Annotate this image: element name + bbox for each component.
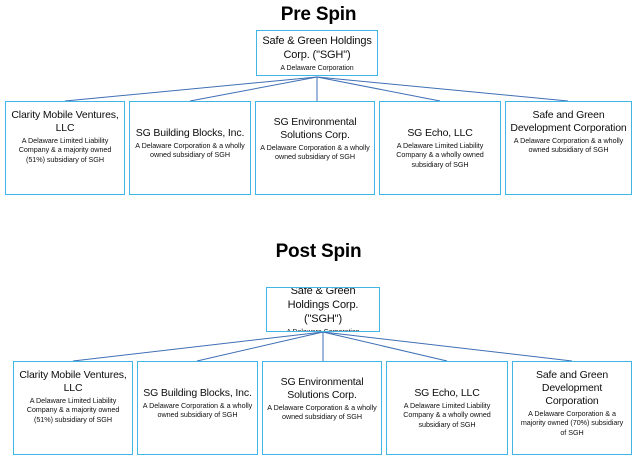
post-spin-parent-subtitle: A Delaware Corporation [286,328,359,331]
box-subtitle: A Delaware Limited Liability Company & a… [403,401,491,429]
post-spin-parent-title: Safe & Green Holdings Corp. ("SGH") [287,287,359,325]
pre-spin-child-sg-environmental-solutions[interactable]: SG Environmental Solutions Corp. A Delaw… [255,101,375,195]
box-subtitle: A Delaware Corporation & a wholly owned … [513,136,624,155]
post-spin-title: Post Spin [275,241,362,262]
box-title: SG Environmental Solutions Corp. [280,376,364,401]
box-title: SG Building Blocks, Inc. [143,387,252,399]
box-title: SG Echo, LLC [414,387,480,399]
box-title: SG Building Blocks, Inc. [135,127,245,139]
box-subtitle: A Delaware Limited Liability Company & a… [396,141,484,169]
post-spin-child-sg-echo[interactable]: SG Echo, LLC A Delaware Limited Liabilit… [386,361,508,455]
box-title: Safe and Green Development Corporation [535,369,609,407]
post-spin-child-sg-environmental-solutions[interactable]: SG Environmental Solutions Corp. A Delaw… [262,361,382,455]
post-spin-parent-box[interactable]: Safe & Green Holdings Corp. ("SGH") A De… [266,287,380,332]
box-subtitle: A Delaware Corporation & a wholly owned … [142,401,253,420]
box-title: Safe and Green Development Corporation [510,109,627,134]
pre-spin-title: Pre Spin [280,4,357,25]
pre-spin-child-safe-and-green-development[interactable]: Safe and Green Development Corporation A… [505,101,632,195]
pre-spin-child-clarity-mobile-ventures[interactable]: Clarity Mobile Ventures, LLC A Delaware … [5,101,125,195]
pre-spin-parent-box[interactable]: Safe & Green Holdings Corp. ("SGH") A De… [256,30,378,76]
box-title: SG Environmental Solutions Corp. [273,116,357,141]
pre-spin-child-sg-building-blocks[interactable]: SG Building Blocks, Inc. A Delaware Corp… [129,101,251,195]
pre-spin-parent-subtitle: A Delaware Corporation [280,65,354,73]
pre-spin-parent-title: Safe & Green Holdings Corp. ("SGH") [262,35,372,62]
pre-spin-child-sg-echo[interactable]: SG Echo, LLC A Delaware Limited Liabilit… [379,101,501,195]
pre-spin-section: Pre Spin Safe & Green Holdings Corp. ("S… [5,4,632,195]
post-spin-section: Post Spin Safe & Green Holdings Corp. ("… [0,230,637,460]
box-subtitle: A Delaware Limited Liability Company & a… [18,136,112,164]
box-title: Clarity Mobile Ventures, LLC [19,369,127,394]
box-subtitle: A Delaware Corporation & a wholly owned … [260,143,370,162]
box-title: Clarity Mobile Ventures, LLC [11,109,119,134]
box-title: SG Echo, LLC [407,127,473,139]
post-spin-child-clarity-mobile-ventures[interactable]: Clarity Mobile Ventures, LLC A Delaware … [13,361,133,455]
box-subtitle: A Delaware Corporation & a majority owne… [520,409,624,437]
box-subtitle: A Delaware Corporation & a wholly owned … [135,141,245,160]
box-subtitle: A Delaware Corporation & a wholly owned … [267,403,377,422]
box-subtitle: A Delaware Limited Liability Company & a… [26,396,120,424]
post-spin-child-safe-and-green-development[interactable]: Safe and Green Development Corporation A… [512,361,632,455]
post-spin-child-sg-building-blocks[interactable]: SG Building Blocks, Inc. A Delaware Corp… [137,361,258,455]
